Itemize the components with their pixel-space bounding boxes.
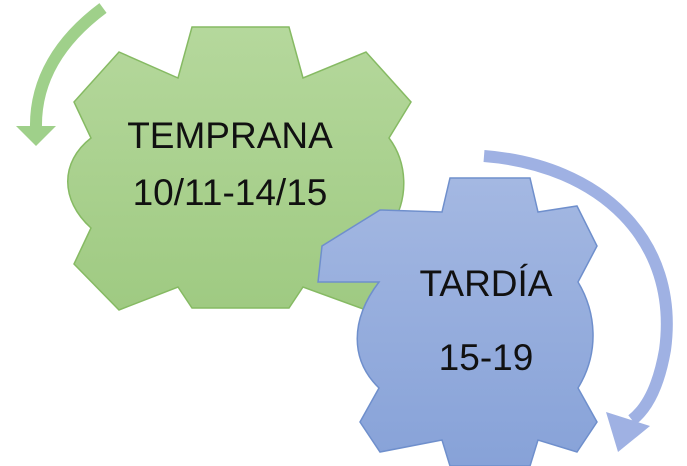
rotation-arrow-blue: [483, 150, 673, 452]
gear-early-shape: [67, 26, 412, 311]
gear-early-subtitle: 10/11-14/15: [133, 172, 328, 213]
gear-late-shape: [317, 177, 598, 466]
gear-late: TARDÍA 15-19: [317, 177, 598, 466]
rotation-arrow-green: [16, 3, 107, 146]
gear-late-subtitle: 15-19: [439, 337, 534, 378]
gear-late-title: TARDÍA: [420, 263, 553, 304]
gear-early: TEMPRANA 10/11-14/15: [67, 26, 412, 311]
gear-early-title: TEMPRANA: [127, 115, 333, 156]
